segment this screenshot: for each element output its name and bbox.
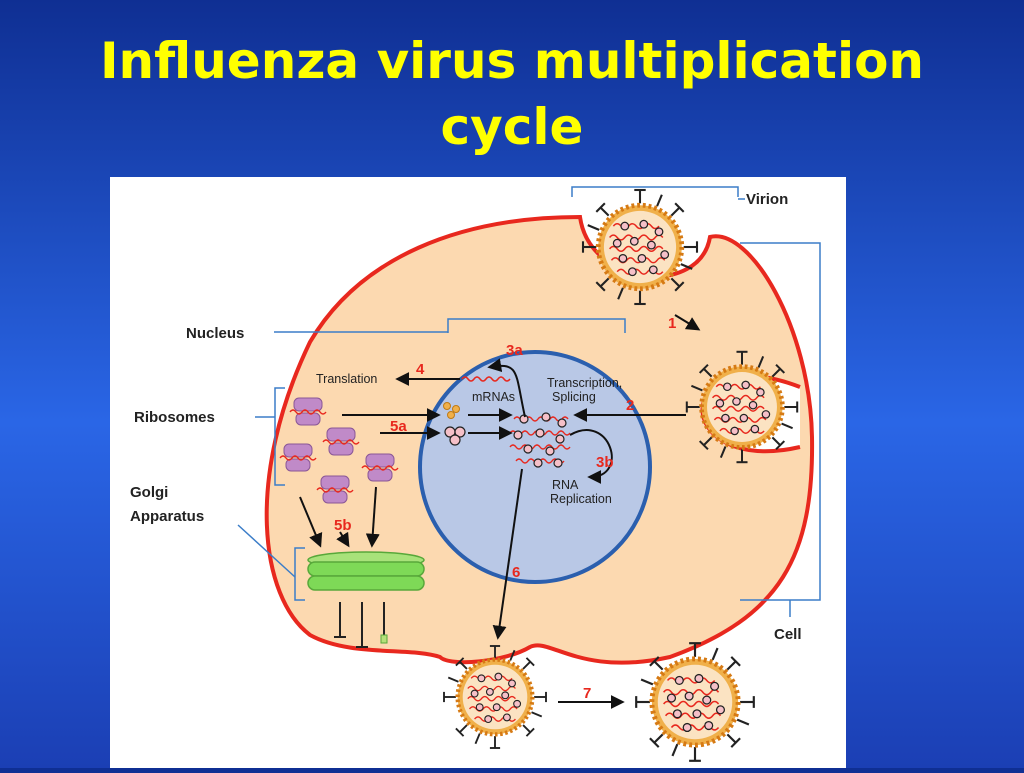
label-transcription-1: Transcription, [547,376,622,390]
arrow-golgi-1 [299,496,323,548]
step-2: 2 [626,397,634,414]
step-5a: 5a [390,418,407,435]
virion-endosome [687,352,797,462]
arrows [299,314,701,709]
label-golgi-1: Golgi [130,484,168,501]
arrow-step-3a [487,358,526,418]
vrnp-cluster [509,412,571,468]
step-6: 6 [512,564,520,581]
label-virion: Virion [746,191,788,208]
label-golgi-2: Apparatus [130,508,204,525]
arrow-golgi-2 [336,531,350,548]
step-1: 1 [668,315,676,332]
virion-released [636,643,754,761]
protein-dots-orange [443,402,460,419]
virion-entering [583,190,697,304]
virion-budding [444,646,546,748]
label-transcription-2: Splicing [552,390,596,404]
protein-dots-pink [444,426,466,446]
label-cell: Cell [774,626,802,643]
page-title: Influenza virus multiplication cycle [0,28,1024,160]
mrna-strand [461,376,511,382]
arrow-golgi-3 [365,486,380,548]
membrane-export-marker [380,634,388,644]
label-rna-2: Replication [550,492,612,506]
label-mrnas: mRNAs [472,390,515,404]
arrow-step-1 [674,314,701,331]
label-ribosomes: Ribosomes [134,409,215,426]
step-5b: 5b [334,517,352,534]
step-3a: 3a [506,342,523,359]
label-brackets [237,186,821,617]
arrow-step-6 [492,468,523,640]
label-nucleus: Nucleus [186,325,244,342]
title-line-1: Influenza virus multiplication [99,32,925,90]
golgi-apparatus [307,551,425,591]
arrow-step-3b [569,429,613,484]
step-3b: 3b [596,454,614,471]
step-7: 7 [583,685,591,702]
step-4: 4 [416,361,425,378]
label-rna-1: RNA [552,478,579,492]
diagram-panel: Virion Nucleus Ribosomes Golgi Apparatus… [110,177,846,768]
influenza-cycle-diagram: Virion Nucleus Ribosomes Golgi Apparatus… [130,186,821,768]
title-line-2: cycle [440,98,584,156]
nucleus [418,350,652,584]
label-translation: Translation [316,372,377,386]
